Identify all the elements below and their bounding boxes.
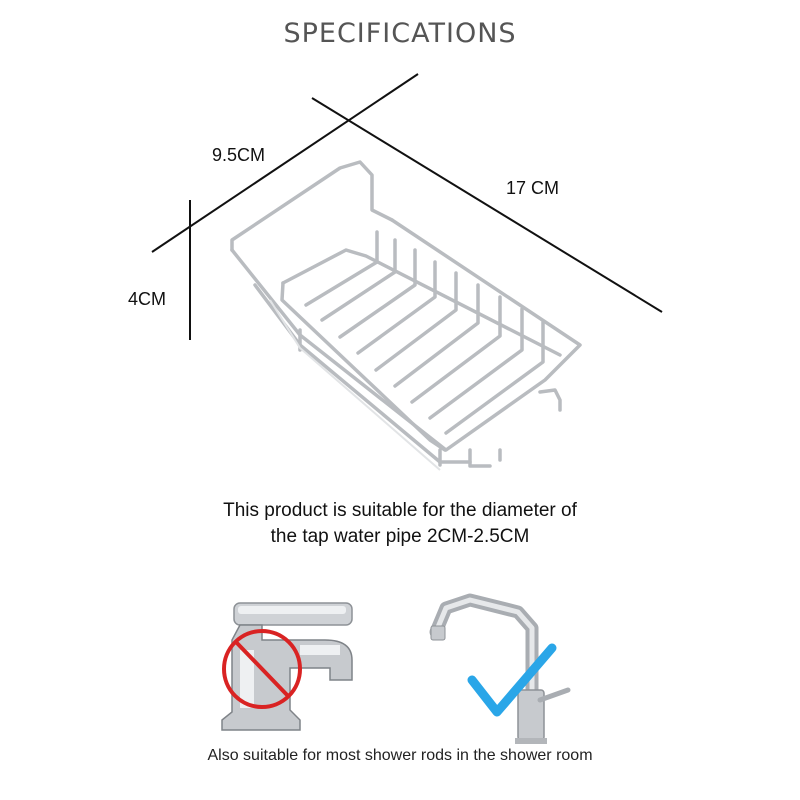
width-dimension-label: 9.5CM bbox=[212, 145, 266, 165]
gooseneck-faucet-image bbox=[429, 593, 571, 744]
dimension-lines bbox=[151, 73, 663, 340]
length-dimension-label: 17 CM bbox=[506, 178, 560, 198]
description-line-2: the tap water pipe 2CM-2.5CM bbox=[270, 526, 530, 547]
length-dimension-line bbox=[311, 97, 663, 313]
single-lever-faucet-image bbox=[221, 602, 353, 731]
page-title: SPECIFICATIONS bbox=[283, 18, 517, 49]
wire-basket-image bbox=[230, 160, 582, 468]
height-dimension-label: 4CM bbox=[128, 289, 167, 309]
shower-rod-note: Also suitable for most shower rods in th… bbox=[207, 747, 593, 764]
prohibited-icon bbox=[222, 629, 302, 709]
description-line-1: This product is suitable for the diamete… bbox=[223, 500, 577, 521]
width-dimension-line bbox=[151, 73, 419, 253]
compatibility-description: This product is suitable for the diamete… bbox=[0, 498, 800, 550]
approved-check-icon bbox=[467, 643, 557, 717]
wire-basket-shadow bbox=[269, 299, 441, 471]
